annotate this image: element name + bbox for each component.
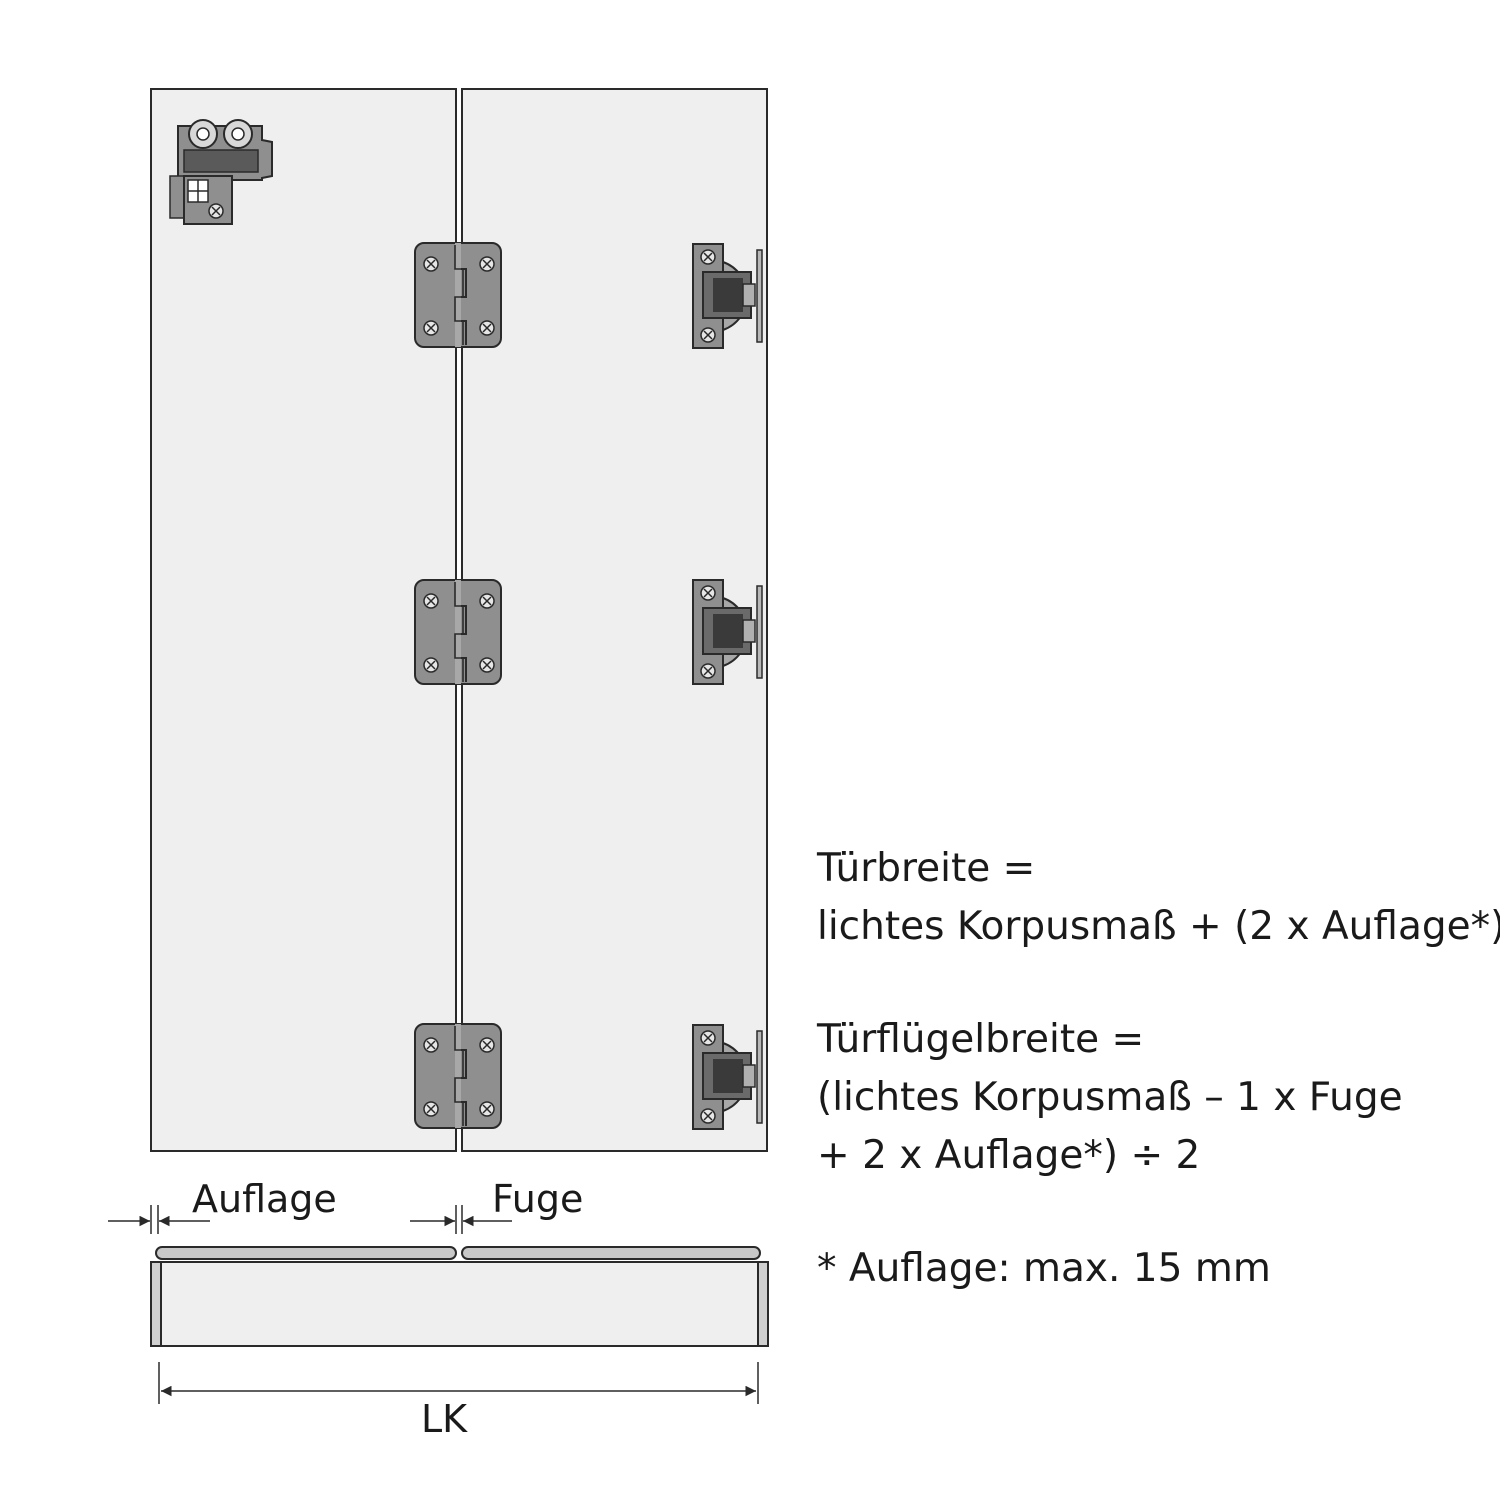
door-width-line-1: Türbreite = — [817, 846, 1036, 891]
auflage-dimension — [108, 1205, 210, 1234]
auflage-label: Auflage — [192, 1177, 337, 1221]
center-hinge-top — [415, 243, 501, 347]
fuge-label: Fuge — [492, 1177, 584, 1221]
lk-label: LK — [421, 1397, 468, 1441]
center-hinge-middle — [415, 580, 501, 684]
center-hinge-bottom — [415, 1024, 501, 1128]
leaf-width-line-2: (lichtes Korpusmaß – 1 x Fuge — [817, 1075, 1403, 1120]
leaf-width-line-3: + 2 x Auflage*) ÷ 2 — [817, 1133, 1201, 1178]
right-door-edge — [461, 1246, 761, 1260]
roller-fitting — [169, 119, 273, 225]
left-door-edge — [155, 1246, 457, 1260]
left-door-panel — [150, 88, 457, 1152]
carcass-plan — [150, 1261, 769, 1347]
lk-dimension — [158, 1362, 759, 1404]
door-width-formula: Türbreite = lichtes Korpusmaß + (2 x Auf… — [817, 840, 1500, 956]
fuge-dimension — [410, 1205, 512, 1234]
door-width-line-2: lichtes Korpusmaß + (2 x Auflage*) — [817, 904, 1500, 949]
leaf-width-formula: Türflügelbreite = (lichtes Korpusmaß – 1… — [817, 1011, 1403, 1185]
leaf-width-line-1: Türflügelbreite = — [817, 1017, 1145, 1062]
footnote: * Auflage: max. 15 mm — [817, 1246, 1271, 1291]
